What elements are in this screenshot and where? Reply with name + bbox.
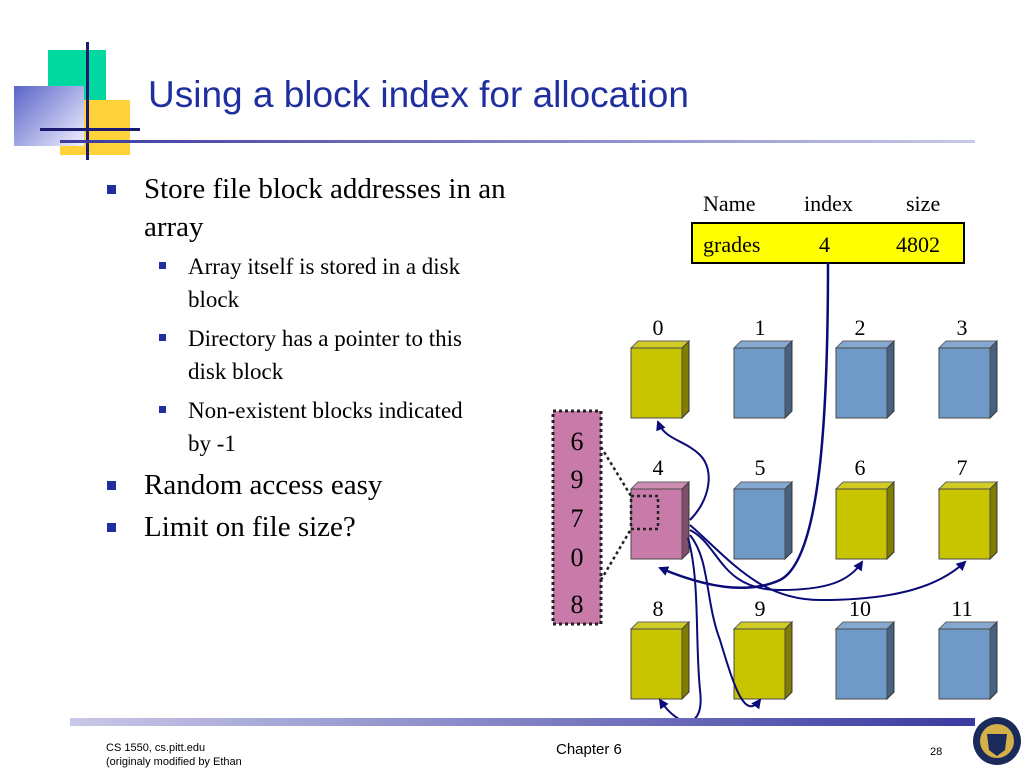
disk-block-11	[937, 620, 999, 701]
index-entry: 6	[571, 427, 584, 456]
bullet-list: Store file block addresses in an array A…	[104, 170, 544, 550]
index-highlight-box	[629, 494, 660, 531]
sub-bullet-item: Non-existent blocks indicated by -1	[104, 394, 468, 460]
zoom-connector-bottom	[599, 528, 633, 581]
block-number-label: 11	[951, 596, 972, 621]
dir-entry-name: grades	[703, 232, 760, 257]
block-number-label: 3	[957, 315, 968, 340]
decor-horizontal-line	[40, 128, 140, 131]
zoom-connector-top	[599, 446, 633, 497]
slide-title: Using a block index for allocation	[148, 74, 689, 115]
footer-chapter: Chapter 6	[556, 741, 622, 758]
pointer-to-block-6	[689, 529, 864, 592]
dir-entry-size: 4802	[896, 232, 940, 257]
disk-block-0	[629, 339, 691, 420]
sub-bullet-item: Directory has a pointer to this disk blo…	[104, 322, 468, 388]
block-number-label: 6	[855, 455, 866, 480]
disk-block-8	[629, 620, 691, 701]
pointer-to-block-9	[689, 534, 762, 710]
bullet-item: Store file block addresses in an array	[104, 170, 544, 246]
disk-block-6	[834, 480, 896, 561]
disk-block-9	[732, 620, 794, 701]
index-entry: 0	[571, 543, 584, 572]
dir-entry-index: 4	[819, 232, 830, 257]
corner-decoration	[0, 0, 140, 160]
bullet-item: Limit on file size?	[104, 508, 544, 546]
university-seal	[973, 717, 1021, 765]
index-entry: 7	[571, 504, 584, 533]
pointer-to-block-0	[656, 420, 710, 521]
title-underline	[60, 140, 975, 143]
sub-bullet-item: Array itself is stored in a disk block	[104, 250, 468, 316]
index-entry: 8	[571, 590, 584, 619]
disk-block-3	[937, 339, 999, 420]
index-block-expanded	[551, 409, 603, 626]
dir-header-index: index	[804, 191, 853, 216]
disk-block-4	[629, 480, 691, 561]
decor-blue-gradient-square	[14, 86, 84, 146]
block-number-label: 10	[849, 596, 871, 621]
decor-vertical-line	[86, 42, 89, 160]
disk-blocks: 0 1 2 3 4 5 6 7 8 9 10 11	[629, 315, 999, 701]
directory-entry-box	[691, 222, 965, 264]
footer-course: CS 1550, cs.pitt.edu	[106, 742, 206, 754]
block-number-label: 9	[755, 596, 766, 621]
pointer-to-block-7	[689, 524, 967, 602]
bullet-item: Random access easy	[104, 466, 544, 504]
footer-credit: (originaly modified by Ethan	[106, 756, 242, 768]
block-number-label: 7	[957, 455, 968, 480]
disk-block-5	[732, 480, 794, 561]
index-entry: 9	[571, 465, 584, 494]
disk-block-2	[834, 339, 896, 420]
block-number-label: 2	[855, 315, 866, 340]
block-number-label: 5	[755, 455, 766, 480]
pointer-dir-to-block-4	[658, 261, 830, 590]
dir-header-size: size	[906, 191, 940, 216]
footer-page-number: 28	[930, 746, 943, 758]
disk-block-7	[937, 480, 999, 561]
block-number-label: 8	[653, 596, 664, 621]
disk-block-1	[732, 339, 794, 420]
footer-rule	[70, 718, 975, 726]
block-number-label: 0	[653, 315, 664, 340]
block-number-label: 1	[755, 315, 766, 340]
disk-block-10	[834, 620, 896, 701]
block-number-label: 4	[653, 455, 664, 480]
dir-header-name: Name	[703, 191, 756, 216]
